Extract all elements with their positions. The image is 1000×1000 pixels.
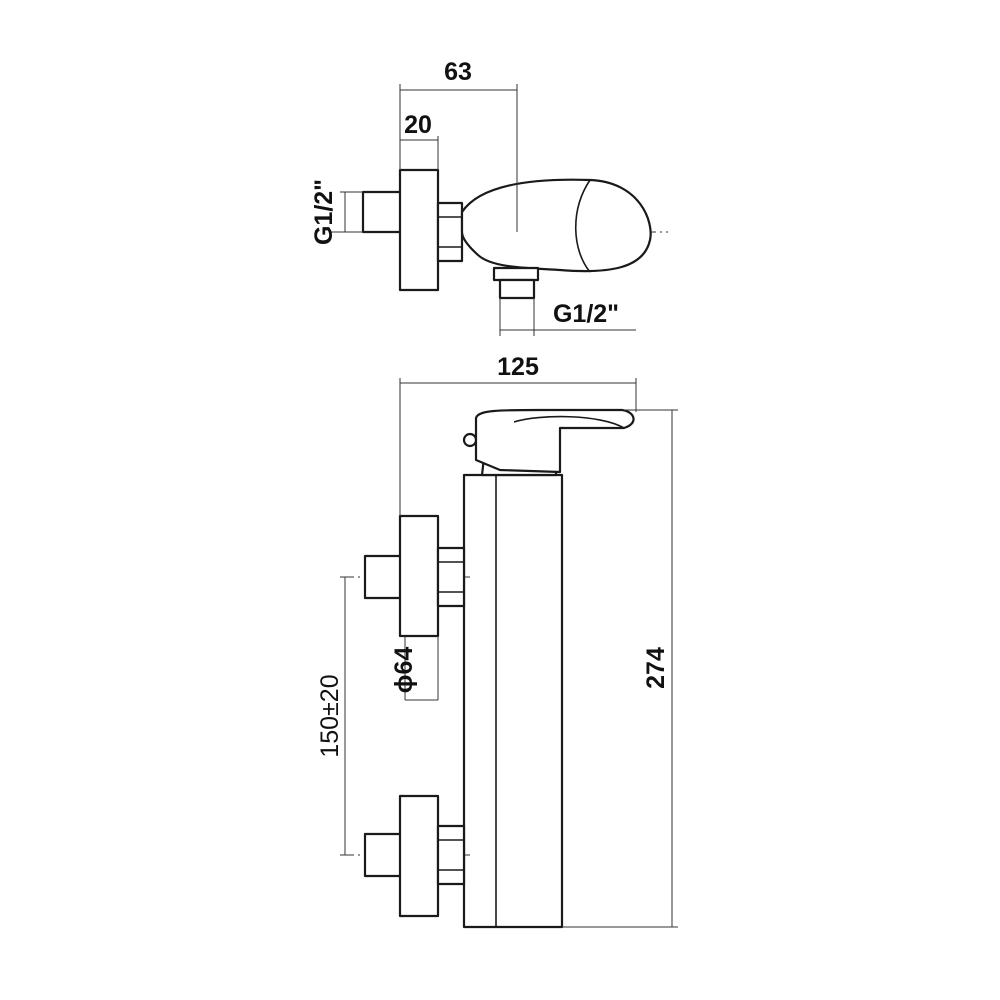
top-handle-lever-edge (575, 179, 591, 273)
side-lower-inlet-pipe (363, 832, 403, 878)
top-hex-nut (436, 201, 464, 263)
top-outlet-nut (492, 266, 540, 282)
top-view: 63 20 G1/2" G1/2" (310, 58, 668, 336)
side-lower-flange (398, 794, 440, 918)
dim-phi64-label: ϕ64 (390, 647, 418, 694)
side-handle-screw (462, 432, 478, 448)
dim-274-label: 274 (642, 647, 670, 689)
dim-g12-left-label: G1/2" (310, 179, 338, 245)
side-handle-top (474, 408, 635, 474)
side-upper-inlet-pipe (363, 554, 403, 600)
side-lower-hex-nut (436, 824, 466, 886)
side-view: 125 274 ϕ64 150±20 (316, 353, 678, 929)
top-handle-body (460, 178, 652, 273)
dim-150-label: 150±20 (316, 674, 344, 757)
top-inlet-pipe (361, 190, 403, 234)
dim-20-label: 20 (404, 111, 432, 139)
dim-63-label: 63 (444, 58, 472, 86)
dim-125-label: 125 (497, 353, 539, 381)
side-handle-lever (513, 415, 625, 429)
top-flange (398, 168, 440, 292)
side-upper-flange (398, 514, 440, 638)
dim-g12-bottom-label: G1/2" (553, 300, 619, 328)
top-outlet-pipe (498, 278, 536, 300)
side-main-body (462, 473, 564, 929)
side-upper-hex-nut (436, 546, 466, 608)
